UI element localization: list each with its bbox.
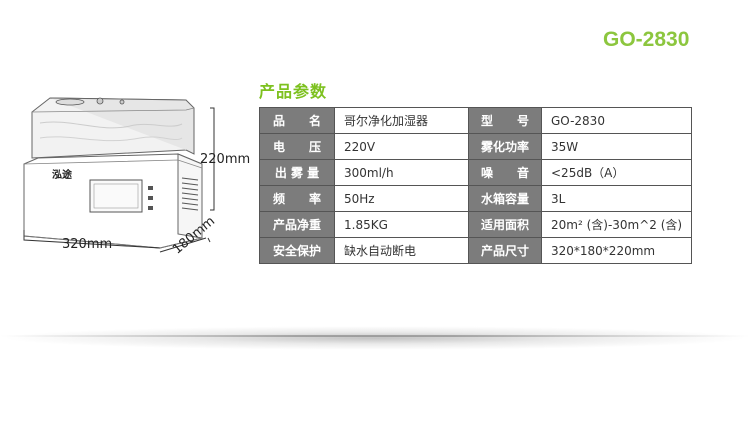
spec-label: 型 号 <box>468 107 542 134</box>
spec-value: <25dB（A） <box>541 159 692 186</box>
svg-text:泓途: 泓途 <box>52 168 73 181</box>
section-title: 产品参数 <box>259 82 328 101</box>
spec-value: 300ml/h <box>334 159 469 186</box>
humidifier-product-illustration: 泓途 <box>23 97 215 253</box>
spec-value: 220V <box>334 133 469 160</box>
width-dimension-label: 320mm <box>62 237 113 252</box>
model-number: GO-2830 <box>603 28 690 51</box>
spec-value: 20m² (含)-30m^2 (含) <box>541 211 692 238</box>
spec-value: GO-2830 <box>541 107 692 134</box>
spec-label: 品 名 <box>259 107 335 134</box>
spec-label: 频 率 <box>259 185 335 212</box>
spec-label: 出 雾 量 <box>259 159 335 186</box>
spec-label: 噪 音 <box>468 159 542 186</box>
spec-label: 适用面积 <box>468 211 542 238</box>
spec-label: 水箱容量 <box>468 185 542 212</box>
spec-value: 3L <box>541 185 692 212</box>
spec-value: 缺水自动断电 <box>334 237 469 264</box>
shadow-divider <box>0 326 750 350</box>
height-dimension-label: 220mm <box>200 152 251 167</box>
spec-value: 320*180*220mm <box>541 237 692 264</box>
spec-label: 产品尺寸 <box>468 237 542 264</box>
spec-value: 1.85KG <box>334 211 469 238</box>
spec-value: 50Hz <box>334 185 469 212</box>
spec-label: 安全保护 <box>259 237 335 264</box>
spec-label: 雾化功率 <box>468 133 542 160</box>
spec-value: 哥尔净化加湿器 <box>334 107 469 134</box>
spec-value: 35W <box>541 133 692 160</box>
spec-label: 产品净重 <box>259 211 335 238</box>
spec-label: 电 压 <box>259 133 335 160</box>
shadow-line <box>0 335 750 337</box>
